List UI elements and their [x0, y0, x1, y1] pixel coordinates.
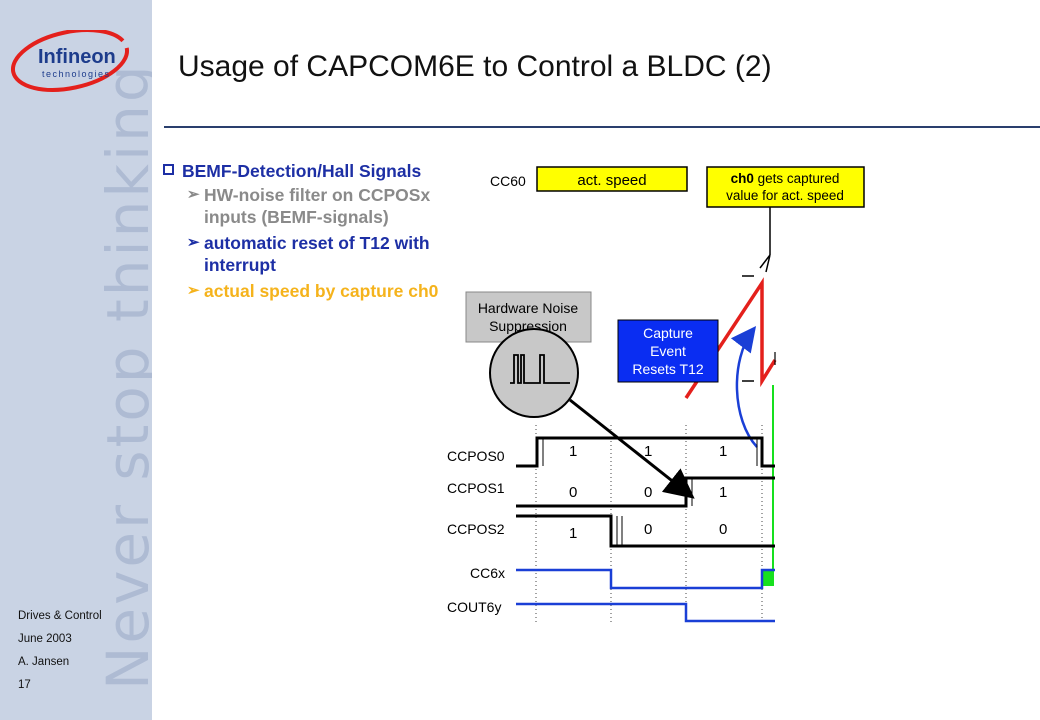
ccpos2-bit-2: 0 [644, 521, 652, 538]
ch0-callout-box [706, 166, 865, 208]
capture-curve-arrow [730, 326, 758, 448]
capture-line1: Capture [643, 325, 693, 341]
capture-marker-block [762, 569, 774, 586]
t12-ramp [684, 277, 777, 399]
bullet-sub-2: ➢ automatic reset of T12 with interrupt [163, 232, 443, 276]
footer-date: June 2003 [18, 633, 72, 645]
sidebar [0, 0, 152, 720]
hw-noise-line2: Suppression [489, 318, 567, 334]
signal-label-cout6y: COUT6y [447, 599, 501, 615]
hw-noise-line1: Hardware Noise [478, 300, 579, 316]
ccpos0-bit-2: 1 [644, 443, 652, 460]
capture-line2: Event [650, 343, 686, 359]
ccpos0-bit-3: 1 [719, 443, 727, 460]
bullet-sub-1-text: HW-noise filter on CCPOSx inputs (BEMF-s… [204, 185, 431, 227]
ccpos1-bit-1: 0 [569, 484, 577, 501]
noise-pulse-icon [510, 354, 570, 384]
footer-dept: Drives & Control [18, 610, 102, 622]
waveform-ccpos0 [516, 436, 775, 468]
noise-magnifier [489, 328, 579, 418]
footer-author: A. Jansen [18, 656, 70, 668]
footer-page-number: 17 [18, 679, 31, 691]
bullet-list: BEMF-Detection/Hall Signals ➢ HW-noise f… [163, 160, 443, 302]
noise-pointer-arrow [569, 398, 695, 499]
signal-label-ccpos2: CCPOS2 [447, 521, 505, 537]
bullet-sub-3-text: actual speed by capture ch0 [204, 281, 439, 301]
ccpos0-bit-1: 1 [569, 443, 577, 460]
cc60-label: CC60 [490, 173, 526, 189]
tagline-text: Never stop thinking [94, 62, 152, 690]
bullet-sub-1: ➢ HW-noise filter on CCPOSx inputs (BEMF… [163, 184, 443, 228]
waveform-ccpos2 [516, 514, 775, 548]
slide-title: Usage of CAPCOM6E to Control a BLDC (2) [178, 50, 772, 83]
ch0-text1: gets captured [754, 171, 840, 186]
act-speed-box [536, 166, 688, 192]
capture-event-box [617, 319, 719, 383]
bullet-main: BEMF-Detection/Hall Signals [163, 160, 443, 182]
ccpos1-bit-2: 0 [644, 484, 652, 501]
ch0-leader-tip [759, 254, 771, 273]
arrow-bullet-icon: ➢ [187, 234, 200, 251]
ccpos2-bit-1: 1 [569, 525, 577, 542]
ch0-callout-line2: value for act. speed [726, 188, 844, 203]
checkbox-bullet-icon [163, 164, 174, 175]
waveform-ccpos1 [516, 476, 775, 508]
ch0-callout-line1: ch0 gets captured [731, 171, 840, 186]
waveform-cout6y [516, 602, 775, 623]
logo-text: Infineon [38, 46, 116, 68]
bullet-sub-2-text: automatic reset of T12 with interrupt [204, 233, 430, 275]
act-speed-label: act. speed [577, 172, 646, 189]
bullet-main-text: BEMF-Detection/Hall Signals [182, 161, 422, 181]
signal-label-ccpos1: CCPOS1 [447, 480, 505, 496]
arrow-bullet-icon: ➢ [187, 186, 200, 203]
bit-values: 1 1 1 0 0 1 1 0 0 [569, 443, 727, 542]
capture-line3: Resets T12 [632, 361, 704, 377]
arrow-bullet-icon: ➢ [187, 282, 200, 299]
waveform-cc6x [516, 568, 775, 590]
ch0-bold: ch0 [731, 171, 754, 186]
ccpos2-bit-3: 0 [719, 521, 727, 538]
title-divider [164, 126, 1040, 128]
signal-label-ccpos0: CCPOS0 [447, 448, 505, 464]
infineon-logo: Infineon technologies [10, 30, 130, 92]
tagline-watermark: Never stop thinking [94, 62, 152, 690]
signal-label-cc6x: CC6x [470, 565, 505, 581]
ccpos1-bit-3: 1 [719, 484, 727, 501]
bullet-sub-3: ➢ actual speed by capture ch0 [163, 280, 443, 302]
logo-subtext: technologies [42, 69, 111, 79]
